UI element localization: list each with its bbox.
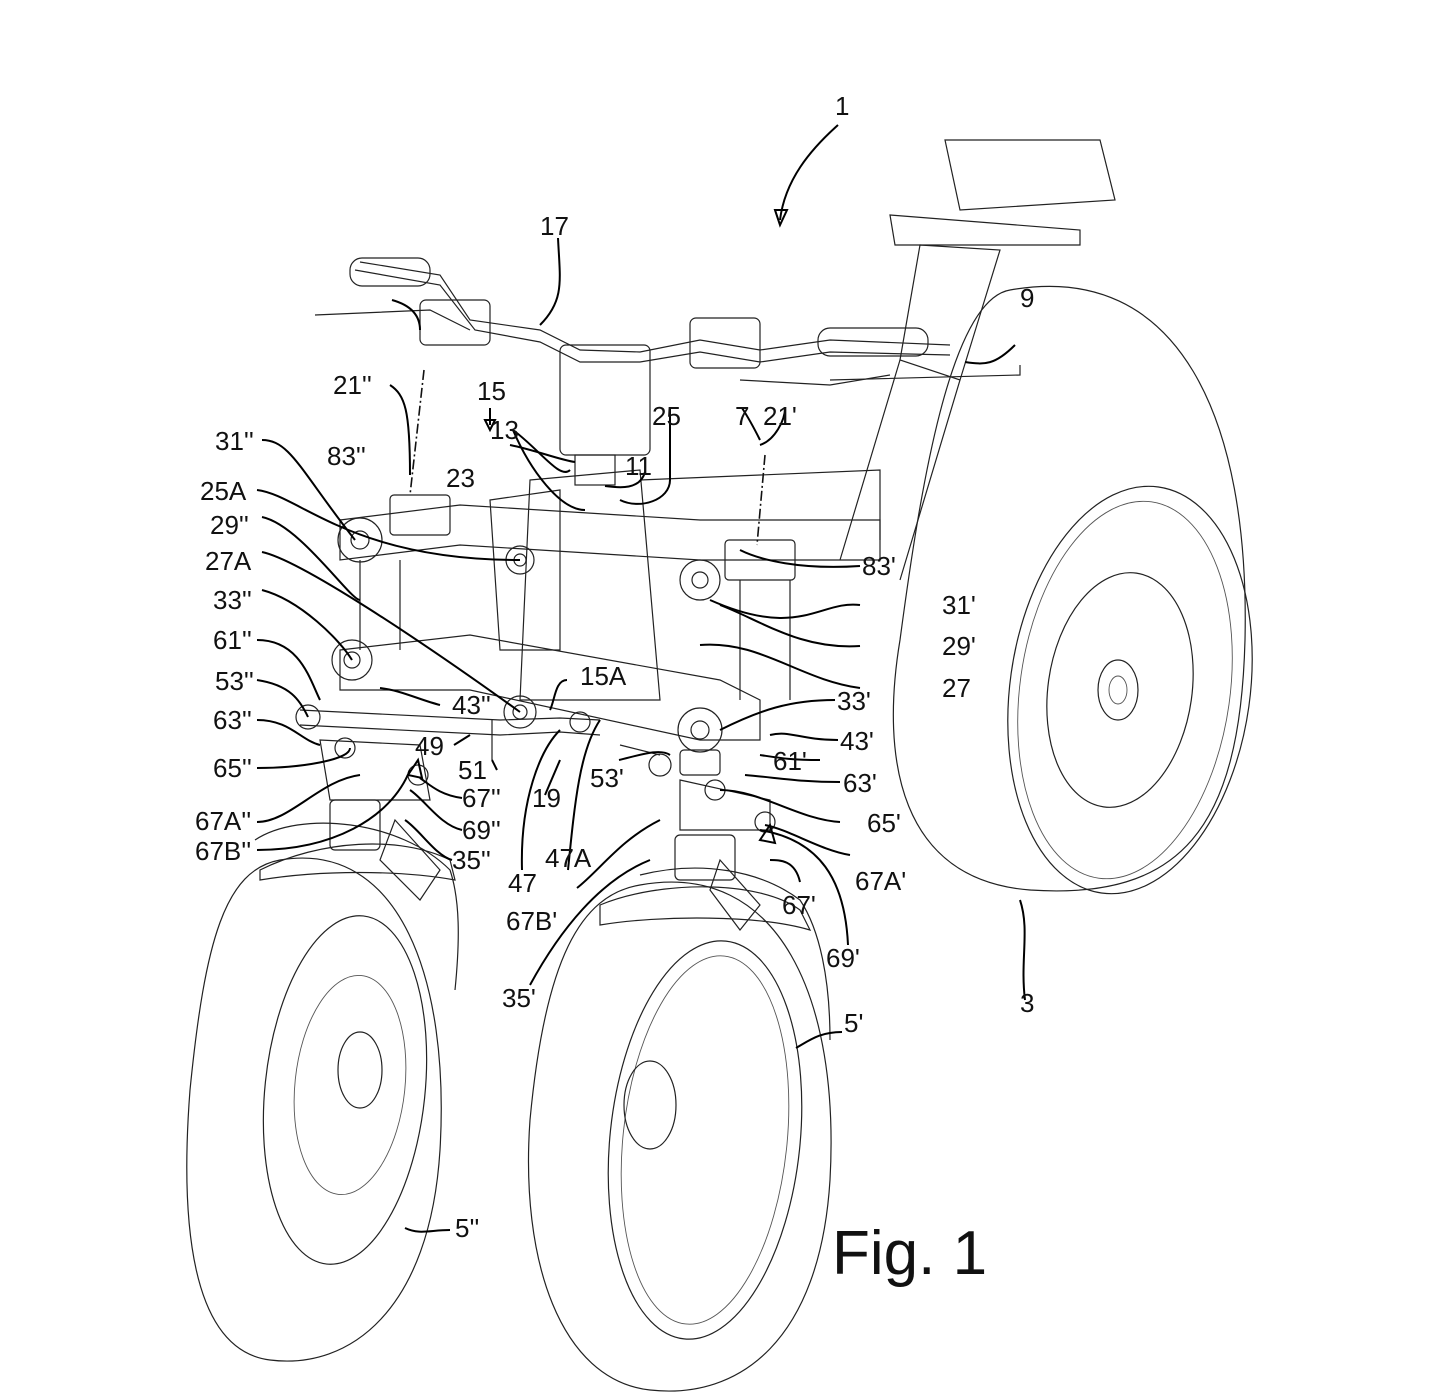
right-suspension — [599, 749, 812, 931]
ref-label: 1 — [835, 91, 850, 121]
handlebar — [314, 257, 951, 456]
ref-label: 35' — [502, 983, 536, 1013]
ref-label: 69' — [826, 943, 860, 973]
ref-label: 5'' — [455, 1213, 480, 1243]
upper-cross-member — [337, 494, 881, 601]
ref-label: 61' — [773, 746, 807, 776]
tilt-axis-right — [756, 454, 766, 546]
ref-label: 11 — [625, 451, 652, 481]
ref-label: 43'' — [452, 690, 491, 720]
ref-label: 31'' — [215, 426, 254, 456]
steering-column — [489, 454, 881, 701]
ref-label: 67B' — [506, 906, 558, 936]
ref-label: 51 — [458, 755, 487, 785]
ref-label: 17 — [540, 211, 569, 241]
ref-label: 15A — [580, 661, 627, 691]
ref-label: 19 — [532, 783, 561, 813]
steering-linkage — [295, 704, 672, 777]
ref-label: 43' — [840, 726, 874, 756]
ref-label: 9 — [1020, 283, 1035, 313]
figure-caption: Fig. 1 — [832, 1219, 988, 1288]
lower-cross-member — [331, 560, 791, 753]
rear-wheel — [892, 285, 1253, 895]
ref-label: 5' — [844, 1008, 864, 1038]
ref-label: 35'' — [452, 845, 491, 875]
ref-label: 33'' — [213, 585, 252, 615]
ref-label: 67'' — [462, 783, 501, 813]
ref-label: 33' — [837, 686, 871, 716]
ref-label: 65' — [867, 808, 901, 838]
ref-label: 49 — [415, 731, 444, 761]
ref-label: 61'' — [213, 625, 252, 655]
ref-label: 13 — [490, 415, 519, 445]
ref-label: 83' — [862, 551, 896, 581]
ref-label: 21'' — [333, 370, 372, 400]
ref-label: 67A'' — [195, 806, 252, 836]
ref-label: 67A' — [855, 866, 907, 896]
ref-label: 23 — [446, 463, 475, 493]
ref-label: 3 — [1020, 988, 1035, 1018]
rear-frame — [829, 139, 1116, 581]
ref-label: 47 — [508, 868, 537, 898]
ref-label: 27A — [205, 546, 252, 576]
ref-label: 25 — [652, 401, 681, 431]
front-wheel-right — [527, 867, 832, 1392]
ref-label: 25A — [200, 476, 247, 506]
ref-label: 53' — [590, 763, 624, 793]
ref-label: 29'' — [210, 510, 249, 540]
ref-label: 69'' — [462, 815, 501, 845]
left-suspension — [259, 737, 456, 901]
ref-label: 67B'' — [195, 836, 252, 866]
ref-label: 53'' — [215, 666, 254, 696]
ref-label: 21' — [763, 401, 797, 431]
ref-label: 31' — [942, 590, 976, 620]
ref-label: 29' — [942, 631, 976, 661]
front-wheel-left — [186, 822, 459, 1362]
ref-label: 65'' — [213, 753, 252, 783]
ref-label: 67' — [782, 890, 816, 920]
tilt-axis-left — [409, 369, 425, 496]
ref-label: 27 — [942, 673, 971, 703]
ref-label: 63'' — [213, 705, 252, 735]
ref-label: 15 — [477, 376, 506, 406]
ref-label: 7 — [735, 401, 750, 431]
ref-label: 47A — [545, 843, 592, 873]
ref-label: 63' — [843, 768, 877, 798]
leader-lines — [256, 124, 1026, 1233]
ref-label: 83'' — [327, 441, 366, 471]
